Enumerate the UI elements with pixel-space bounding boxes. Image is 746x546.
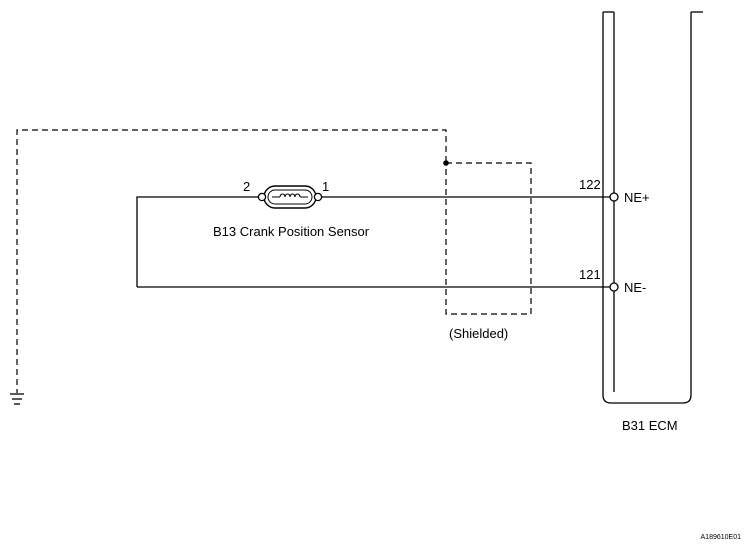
terminal-121-number: 121 bbox=[579, 267, 601, 282]
sensor-pin-2-label: 2 bbox=[243, 179, 250, 194]
terminal-122-number: 122 bbox=[579, 177, 601, 192]
sensor-name-label: B13 Crank Position Sensor bbox=[213, 224, 370, 239]
sensor-pin-1-label: 1 bbox=[322, 179, 329, 194]
ecm-body bbox=[602, 11, 703, 404]
shielded-label: (Shielded) bbox=[449, 326, 508, 341]
ground-symbol bbox=[10, 393, 24, 405]
shield-box bbox=[445, 162, 532, 315]
terminal-121-signal: NE- bbox=[624, 280, 646, 295]
terminal-122-signal: NE+ bbox=[624, 190, 650, 205]
crank-sensor-symbol bbox=[257, 185, 323, 209]
shield-ground-wire bbox=[16, 129, 447, 393]
ne-plus-wire bbox=[136, 196, 610, 287]
coil-icon bbox=[279, 193, 301, 198]
terminal-122-circle bbox=[609, 192, 619, 202]
ecm-name-label: B31 ECM bbox=[622, 418, 678, 433]
terminal-121-circle bbox=[609, 282, 619, 292]
figure-id-label: A189610E01 bbox=[701, 534, 742, 541]
